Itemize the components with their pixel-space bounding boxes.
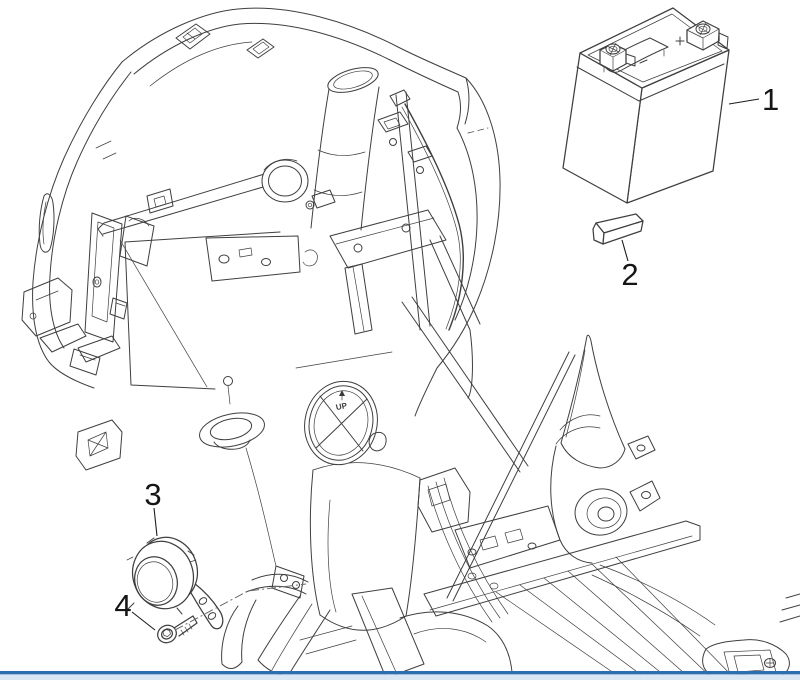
rear-frame-art (423, 334, 800, 680)
inspection-cap-art: UP (295, 351, 393, 466)
up-arrow-icon (339, 390, 345, 396)
callout-number[interactable]: 1 (762, 82, 779, 117)
footer-bar-fill (0, 674, 800, 680)
callout-1[interactable]: 1 (728, 82, 779, 117)
lower-fork-art (221, 565, 513, 680)
horn-illustration (126, 536, 224, 630)
battery-illustration (562, 7, 730, 204)
fuse-illustration (592, 213, 644, 245)
handlebar-cover-art (121, 7, 470, 129)
callout-number[interactable]: 2 (621, 257, 638, 292)
alignment-dashdot-line (174, 583, 307, 631)
connector-block (175, 23, 211, 50)
leader-line (621, 239, 629, 262)
plus-mark (675, 36, 685, 46)
steering-column-art (309, 67, 421, 631)
wiring-harness (404, 103, 464, 331)
callout-number[interactable]: 4 (114, 588, 131, 623)
frame-line-art: UP (21, 7, 800, 680)
leader-line (728, 98, 760, 105)
footboard-bracket (702, 639, 790, 677)
rear-hub (574, 488, 628, 536)
callout-4[interactable]: 4 (114, 588, 156, 631)
callout-3[interactable]: 3 (144, 477, 162, 537)
steering-bearing-flange (199, 412, 265, 448)
up-marking: UP (335, 390, 348, 412)
parts-illustrations (126, 7, 730, 644)
right-body-panel-art (302, 77, 501, 417)
leader-line (153, 507, 158, 537)
screw-illustration (157, 615, 198, 644)
footer-accent-bar (0, 671, 800, 680)
cap-cross (315, 395, 368, 452)
front-fairing-art (21, 61, 132, 389)
cap-up-label: UP (335, 401, 348, 412)
leader-line (131, 611, 156, 631)
callouts: 1 2 3 4 (114, 82, 779, 631)
callout-number[interactable]: 3 (144, 477, 161, 512)
battery-terminal-positive (686, 20, 720, 51)
headlight-assembly-art (69, 158, 336, 471)
horn-bracket (186, 582, 224, 630)
callout-2[interactable]: 2 (621, 239, 639, 292)
screw-head (157, 624, 177, 644)
center-frame-art (119, 111, 561, 590)
footer-bar-line (0, 671, 800, 675)
connector-block (246, 38, 275, 59)
